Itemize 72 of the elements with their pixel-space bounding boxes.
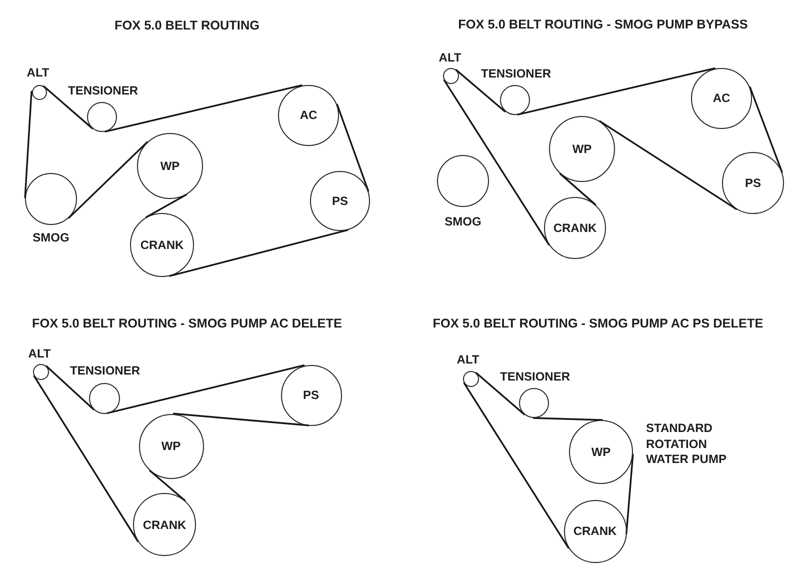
pulley	[278, 84, 339, 146]
pulley-label: TENSIONER	[68, 84, 138, 98]
pulley	[25, 173, 77, 225]
pulley	[310, 171, 370, 231]
belt-line	[749, 86, 783, 173]
pulley-label: CRANK	[573, 524, 617, 538]
pulley-label: TENSIONER	[70, 364, 140, 378]
pulley	[32, 84, 46, 100]
pulley	[564, 500, 626, 562]
pulley	[87, 102, 117, 132]
pulley	[130, 213, 194, 277]
pulley-label: ALT	[456, 352, 480, 368]
pulley-label: PS	[332, 194, 348, 208]
pulley-label: ALT	[26, 66, 50, 80]
belt-line	[517, 67, 716, 116]
diagram-heading: FOX 5.0 BELT ROUTING - SMOG PUMP BYPASS	[458, 18, 748, 32]
pulley	[519, 388, 549, 418]
belt-line	[43, 86, 93, 130]
pulley	[463, 371, 479, 387]
pulley	[722, 152, 784, 214]
diagram-heading: FOX 5.0 BELT ROUTING - SMOG PUMP AC DELETE	[32, 316, 342, 332]
belt-line	[455, 69, 506, 112]
belt-line	[146, 194, 187, 218]
belt-line	[336, 104, 370, 192]
pulley	[137, 133, 203, 199]
pulley-label: WP	[160, 159, 180, 173]
pulley-label: SMOG	[444, 214, 482, 230]
pulley-label: SMOG	[32, 230, 70, 246]
note-text: STANDARD ROTATION WATER PUMP	[646, 421, 728, 468]
belt-line	[559, 172, 596, 206]
pulley	[544, 197, 606, 259]
belt-line	[443, 79, 550, 246]
pulley	[437, 155, 489, 207]
belt-line	[532, 417, 603, 421]
belt-line	[475, 372, 526, 416]
pulley	[443, 68, 459, 84]
pulley-label: ALT	[28, 346, 51, 362]
belt-line	[169, 229, 348, 277]
belt-line	[24, 90, 32, 198]
pulley-label: WP	[572, 142, 592, 156]
pulley-label: CRANK	[140, 238, 184, 252]
pulley-label: WP	[591, 445, 611, 459]
pulley-label: WP	[161, 439, 181, 453]
belt-line	[149, 470, 186, 502]
pulley-label: PS	[744, 176, 761, 190]
belt-line	[33, 375, 139, 542]
belt-line	[46, 365, 94, 410]
pulley	[280, 364, 342, 426]
pulley	[500, 85, 530, 115]
pulley	[88, 382, 120, 414]
pulley-label: PS	[302, 388, 319, 402]
pulley	[691, 68, 752, 128]
pulley-label: TENSIONER	[500, 370, 570, 384]
pulley	[133, 493, 196, 556]
pulley-label: AC	[712, 91, 730, 105]
pulley-label: CRANK	[553, 221, 597, 235]
pulley-label: CRANK	[142, 518, 186, 532]
pulley-label: ALT	[438, 50, 462, 66]
belt-line	[599, 120, 738, 210]
belt-line	[106, 364, 305, 414]
belt-line	[626, 454, 634, 534]
diagram-heading: FOX 5.0 BELT ROUTING - SMOG PUMP AC PS DELETE	[432, 316, 764, 332]
diagram-heading: FOX 5.0 BELT ROUTING	[114, 18, 260, 34]
pulley	[138, 414, 204, 478]
belt-line	[68, 141, 148, 219]
pulley-label: TENSIONER	[481, 66, 551, 82]
belt-line	[104, 84, 302, 132]
pulley	[569, 420, 633, 484]
belt-line	[463, 382, 570, 549]
pulley	[33, 364, 49, 380]
pulley-label: AC	[300, 108, 318, 122]
pulley	[549, 116, 615, 182]
